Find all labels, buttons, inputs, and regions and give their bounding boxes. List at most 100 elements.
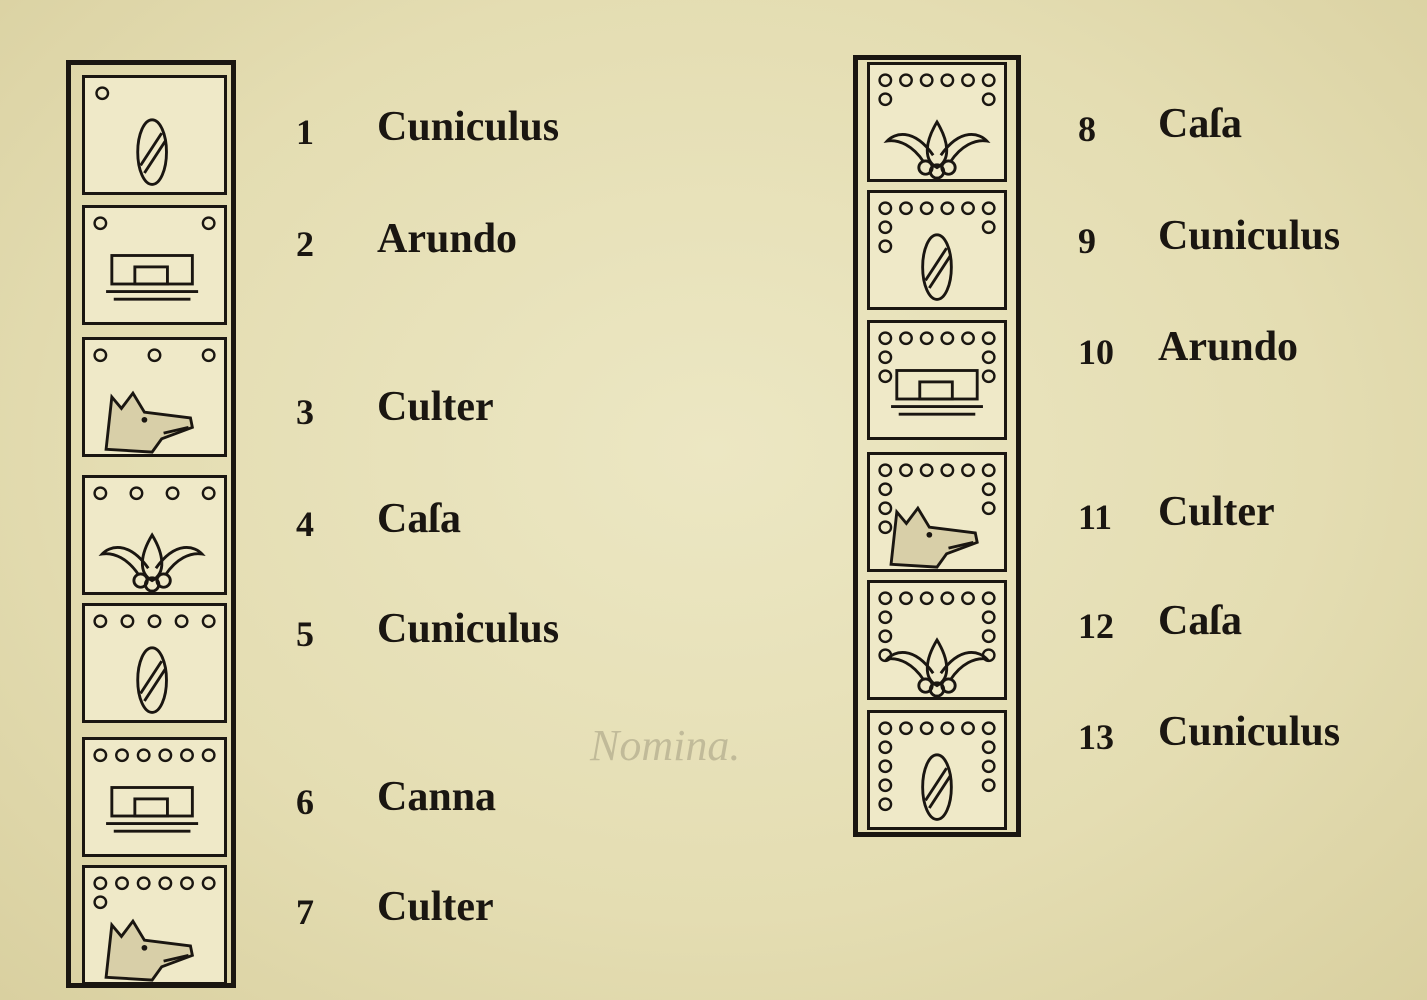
day-dot: [201, 614, 216, 629]
day-dot: [981, 759, 996, 774]
day-dot: [899, 721, 913, 736]
day-dot: [878, 778, 893, 793]
day-glyph-cell: [867, 320, 1007, 440]
dog-head-glyph-icon: [104, 918, 195, 982]
right-glyph-strip: [853, 55, 1021, 837]
day-dot: [981, 610, 996, 625]
day-dot: [129, 486, 144, 501]
day-dot: [93, 348, 108, 363]
day-number: 9: [1078, 221, 1096, 261]
dog-head-glyph-icon: [889, 505, 979, 569]
day-glyph-cell: [867, 580, 1007, 700]
day-dot: [919, 721, 934, 736]
day-dot: [899, 201, 913, 216]
day-dot: [158, 876, 173, 891]
day-dot: [201, 876, 216, 891]
day-dot: [147, 348, 162, 363]
reed-glyph-icon: [106, 254, 199, 301]
day-dot: [93, 486, 108, 501]
day-name: Arundo: [377, 216, 518, 262]
day-dot: [878, 201, 893, 216]
day-dot: [899, 591, 913, 606]
day-dot: [919, 331, 934, 346]
reed-glyph-icon: [891, 369, 983, 416]
day-number: 3: [296, 392, 314, 432]
day-dot: [201, 348, 216, 363]
day-dot: [981, 331, 996, 346]
day-dot: [878, 759, 893, 774]
day-glyph-cell: [82, 75, 227, 195]
day-number: 5: [296, 614, 314, 654]
day-dot: [878, 239, 893, 254]
day-dot: [115, 876, 129, 891]
day-dot: [201, 748, 216, 763]
day-dot: [93, 895, 108, 910]
day-glyph-cell: [867, 710, 1007, 830]
day-number: 13: [1078, 717, 1114, 757]
day-dot: [93, 876, 108, 891]
day-dot: [899, 73, 913, 88]
day-dot: [899, 463, 913, 478]
day-glyph-cell: [867, 452, 1007, 572]
day-dot: [981, 482, 996, 497]
day-dot: [919, 201, 934, 216]
day-dot: [136, 876, 151, 891]
day-dot: [878, 591, 893, 606]
day-dot: [878, 463, 893, 478]
day-dot: [961, 721, 975, 736]
day-dot: [940, 201, 955, 216]
day-dot: [201, 216, 216, 231]
day-dot: [961, 331, 975, 346]
day-dot: [919, 463, 934, 478]
day-number: 8: [1078, 109, 1096, 149]
day-number: 4: [296, 504, 314, 544]
rabbit-glyph-icon: [136, 646, 168, 714]
day-dot: [981, 778, 996, 793]
day-dot: [93, 614, 108, 629]
day-dot: [919, 591, 934, 606]
day-glyph-cell: [82, 337, 227, 457]
day-name: Cuniculus: [1158, 709, 1341, 755]
day-dot: [961, 73, 975, 88]
day-dot: [136, 748, 151, 763]
day-dot: [165, 486, 180, 501]
day-dot: [878, 331, 893, 346]
day-dot: [981, 721, 996, 736]
day-dot: [981, 350, 996, 365]
day-dot: [93, 748, 108, 763]
day-glyph-cell: [82, 737, 227, 857]
day-name: Caſa: [1158, 598, 1242, 644]
day-name: Cuniculus: [1158, 213, 1341, 259]
house-glyph-icon: [883, 119, 991, 179]
day-dot: [878, 350, 893, 365]
bleedthrough-heading: Nomina.: [590, 721, 741, 770]
day-dot: [878, 482, 893, 497]
day-glyph-cell: [867, 190, 1007, 310]
day-dot: [878, 740, 893, 755]
house-glyph-icon: [883, 637, 991, 697]
day-dot: [120, 614, 135, 629]
day-dot: [878, 721, 893, 736]
rabbit-glyph-icon: [921, 753, 953, 821]
day-number: 12: [1078, 606, 1114, 646]
day-number: 2: [296, 224, 314, 264]
day-dot: [940, 591, 955, 606]
day-number: 11: [1078, 497, 1113, 537]
day-name: Cuniculus: [377, 606, 560, 652]
day-dot: [878, 220, 893, 235]
day-name: Culter: [377, 384, 494, 430]
day-dot: [93, 216, 108, 231]
house-glyph-icon: [98, 532, 206, 592]
dog-head-glyph-icon: [104, 390, 195, 454]
day-dot: [878, 520, 893, 535]
day-dot: [981, 591, 996, 606]
day-dot: [878, 92, 893, 107]
day-dot: [201, 486, 216, 501]
day-name: Canna: [377, 774, 497, 820]
day-dot: [961, 463, 975, 478]
day-dot: [940, 73, 955, 88]
day-dot: [981, 740, 996, 755]
day-name: Culter: [377, 884, 494, 930]
day-dot: [147, 614, 162, 629]
rabbit-glyph-icon: [136, 118, 168, 186]
